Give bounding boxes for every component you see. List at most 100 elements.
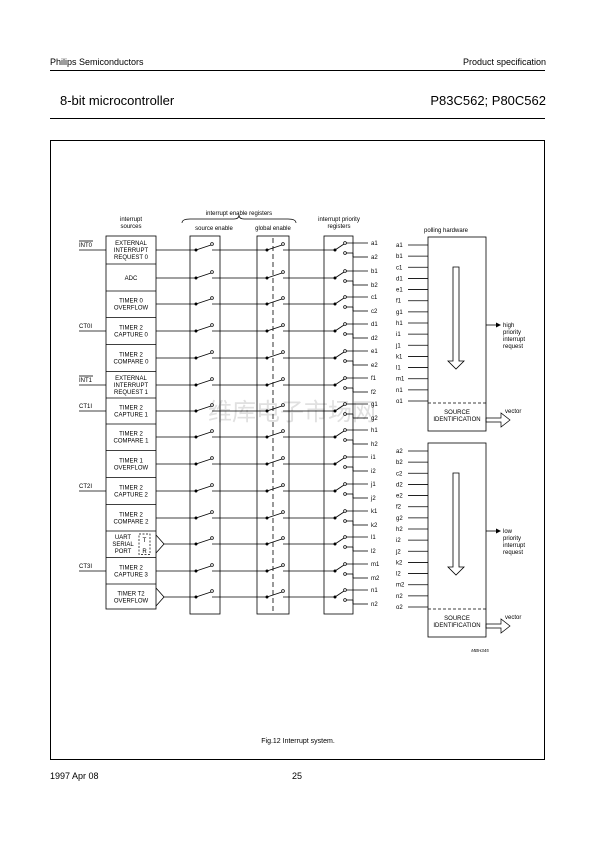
header-document-type: Product specification: [462, 57, 546, 67]
source-enable-switch-blade: [195, 485, 212, 492]
global-enable-switch-pivot: [265, 409, 269, 413]
global-enable-switch-blade: [266, 458, 283, 465]
high-priority-polling-input-label: c1: [396, 265, 403, 271]
header-company: Philips Semiconductors: [50, 57, 144, 67]
priority-switch-blade: [334, 324, 345, 332]
priority-contact-high: [343, 322, 347, 326]
enable-registers-brace: [181, 214, 297, 224]
priority-output-label: l2: [371, 549, 376, 555]
global-enable-switch-blade: [266, 591, 283, 598]
source-label: REQUEST 1: [114, 390, 149, 396]
source-enable-switch-pivot: [194, 276, 198, 280]
high-priority-vector-arrow: [485, 412, 511, 428]
global-enable-switch-blade: [266, 538, 283, 545]
source-label: ADC: [125, 276, 138, 282]
priority-contact-high: [343, 588, 347, 592]
header-rule: [50, 70, 545, 71]
priority-output-label: k2: [371, 523, 378, 529]
global-enable-switch-contact: [281, 483, 285, 487]
global-enable-switch-pivot: [265, 516, 269, 520]
uart-or-symbol: [155, 534, 165, 554]
global-enable-switch-blade: [266, 244, 283, 251]
global-enable-switch-contact: [281, 323, 285, 327]
source-enable-switch-pivot: [194, 356, 198, 360]
low-priority-polling-input-label: c2: [396, 471, 403, 477]
global-enable-switch-pivot: [265, 356, 269, 360]
source-label: UART: [115, 535, 132, 541]
priority-switch-blade: [334, 430, 345, 438]
priority-output-label: n1: [371, 588, 378, 594]
priority-heading-line2: registers: [327, 224, 350, 230]
priority-output-label: a2: [371, 255, 378, 261]
sources-column: [105, 235, 157, 610]
low-priority-request-label: low: [503, 529, 513, 535]
high-priority-polling-input-label: h1: [396, 321, 403, 327]
priority-output-label: e1: [371, 349, 378, 355]
priority-output-label: n2: [371, 602, 378, 608]
low-priority-polling-box: [427, 442, 487, 638]
priority-output-label: d2: [371, 336, 378, 342]
source-enable-switch-contact: [210, 350, 214, 354]
source-label: INTERRUPT: [114, 383, 149, 389]
source-enable-switch-pivot: [194, 383, 198, 387]
source-input-label: CT1I: [79, 404, 92, 410]
source-input-label: INT1: [79, 378, 93, 384]
source-label: OVERFLOW: [114, 599, 149, 605]
global-enable-switch-pivot: [265, 542, 269, 546]
priority-output-label: a1: [371, 241, 378, 247]
source-label: TIMER 2: [119, 353, 143, 359]
high-priority-polling-input-label: a1: [396, 243, 403, 249]
low-priority-polling-input-label: f2: [396, 505, 402, 511]
priority-contact-low: [343, 465, 347, 469]
priority-contact-low: [343, 492, 347, 496]
global-enable-switch-blade: [266, 431, 283, 438]
global-enable-switch-contact: [281, 377, 285, 381]
low-priority-polling-input-label: e2: [396, 494, 403, 500]
high-priority-request-label: interrupt: [503, 337, 525, 343]
title-rule: [50, 118, 545, 119]
source-enable-switch-contact: [210, 456, 214, 460]
global-enable-switch-contact: [281, 589, 285, 593]
high-priority-polling-input-label: e1: [396, 288, 403, 294]
global-enable-switch-pivot: [265, 569, 269, 573]
global-enable-heading: global enable: [255, 226, 291, 232]
priority-contact-low: [343, 572, 347, 576]
high-priority-polling-input-label: i1: [396, 332, 401, 338]
global-enable-switch-pivot: [265, 435, 269, 439]
sources-heading-line1: interrupt: [120, 217, 142, 223]
priority-output-label: c1: [371, 295, 378, 301]
priority-contact-low: [343, 251, 347, 255]
low-priority-source-id-label: SOURCE: [444, 616, 470, 622]
priority-output-label: m1: [371, 562, 380, 568]
high-priority-polling-input-label: m1: [396, 377, 405, 383]
figure-caption: Fig.12 Interrupt system.: [261, 738, 335, 745]
footer-date: 1997 Apr 08: [50, 771, 99, 781]
source-enable-switch-blade: [195, 538, 212, 545]
high-priority-polling-input-label: f1: [396, 299, 402, 305]
priority-output-label: d1: [371, 322, 378, 328]
global-enable-switch-blade: [266, 565, 283, 572]
low-priority-polling-input-label: g2: [396, 516, 403, 522]
low-priority-request-label: request: [503, 550, 523, 556]
priority-contact-high: [343, 482, 347, 486]
source-enable-switch-blade: [195, 272, 212, 279]
source-enable-switch-blade: [195, 352, 212, 359]
source-label: TIMER 2: [119, 486, 143, 492]
source-label: OVERFLOW: [114, 466, 149, 472]
global-enable-switch-pivot: [265, 276, 269, 280]
priority-contact-high: [343, 562, 347, 566]
high-priority-polling-box: [427, 236, 487, 432]
priority-switch-blade: [334, 537, 345, 545]
source-enable-switch-contact: [210, 403, 214, 407]
priority-output-label: e2: [371, 363, 378, 369]
priority-switch-blade: [334, 351, 345, 359]
source-label: INTERRUPT: [114, 248, 149, 254]
high-priority-polling-input-label: d1: [396, 276, 403, 282]
low-priority-polling-input-label: a2: [396, 449, 403, 455]
high-priority-polling-input-label: n1: [396, 388, 403, 394]
source-enable-switch-pivot: [194, 569, 198, 573]
low-priority-vector-label: vector: [505, 615, 521, 621]
high-priority-request-label: request: [503, 344, 523, 350]
priority-contact-high: [343, 535, 347, 539]
